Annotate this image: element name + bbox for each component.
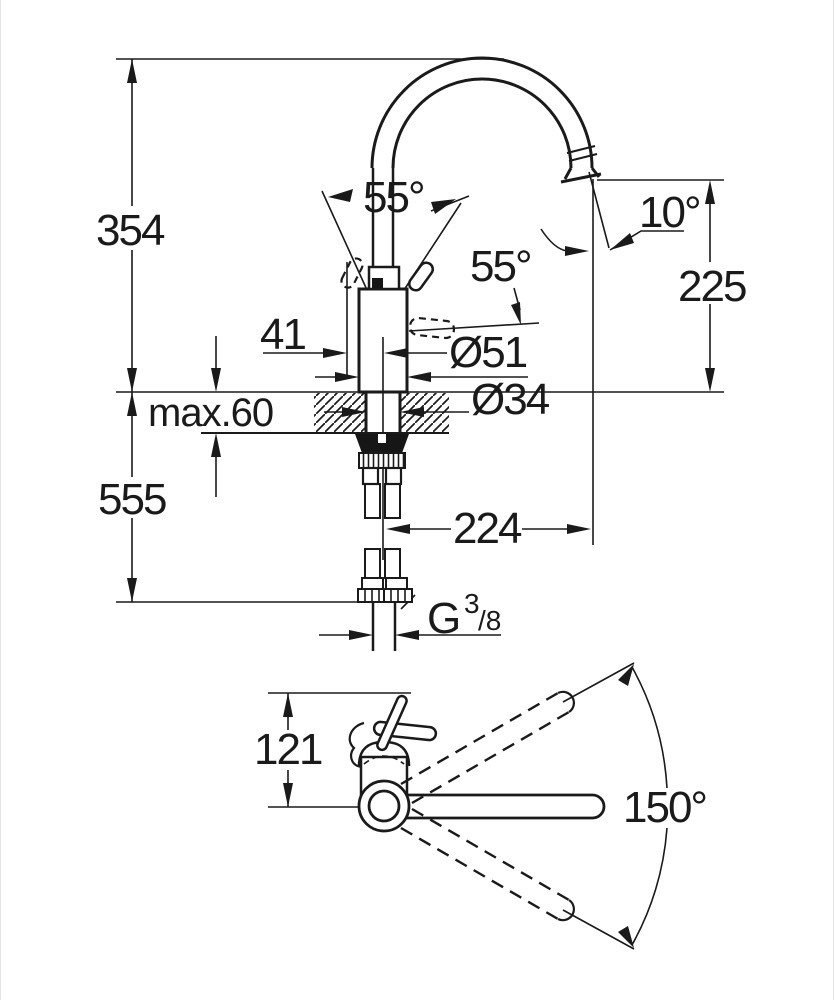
handle-stick	[376, 694, 408, 752]
collar-joint	[372, 278, 383, 288]
hose-upper-right	[384, 483, 401, 519]
spout-arc-outer	[370, 56, 594, 169]
nut-knurling	[360, 454, 404, 467]
dim-121-label: 121	[254, 725, 322, 774]
dim-121: 121	[254, 693, 324, 807]
swivel-arc	[631, 666, 668, 946]
spout-arc-inner	[391, 77, 573, 169]
riser-pipe	[371, 168, 395, 267]
stud-right	[384, 466, 403, 486]
angle-10-line	[588, 171, 610, 249]
mounting-hardware	[355, 434, 413, 651]
pivot-inner	[367, 789, 401, 823]
handle-escutcheon	[348, 721, 367, 768]
dim-34-label: Ø34	[471, 375, 550, 424]
spout-dashed-upper-cap	[557, 690, 575, 713]
hose-lower-left	[364, 548, 381, 579]
lever-dashed-left	[340, 257, 364, 289]
reference-lines	[116, 58, 724, 610]
spout-outlet	[560, 167, 602, 184]
thread-sub-label: /8	[478, 605, 501, 636]
spout-dashed-upper	[400, 691, 570, 805]
side-view: 354 555 max.60	[96, 56, 748, 651]
dim-55-side-label: 55°	[470, 242, 531, 291]
washer-gap	[378, 434, 386, 443]
dim-51-label: Ø51	[449, 328, 527, 377]
hose-cap-left	[361, 577, 384, 590]
dim-224: 224	[386, 504, 591, 553]
dim-555: 555	[98, 392, 168, 602]
dim-max60: max.60	[148, 336, 274, 497]
dim-150-label: 150°	[623, 783, 706, 832]
top-view: 121 150°	[254, 662, 708, 950]
fitting-ribs	[364, 590, 406, 601]
swivel-annotations: 150°	[400, 662, 708, 950]
dim-max60-label: max.60	[148, 391, 273, 435]
spout-dashed-lower-cap	[557, 899, 575, 922]
dome-hidden-edge	[363, 755, 405, 765]
lever-dashed-down	[408, 316, 456, 340]
dim-41-label: 41	[260, 310, 305, 359]
spout-dashed-lower	[400, 807, 570, 921]
lever-solid	[407, 261, 435, 292]
dim-225-label: 225	[678, 262, 746, 311]
aerator-rings	[566, 145, 598, 162]
thread-g-label: G	[427, 594, 461, 643]
hose-cap-right	[385, 577, 408, 590]
dim-diameters: Ø34	[315, 372, 552, 424]
dim-555-label: 555	[98, 475, 166, 524]
dim-g38: G 3 /8	[319, 588, 501, 643]
shank	[364, 392, 402, 433]
hose-upper-left	[364, 483, 381, 519]
dim-224-label: 224	[453, 504, 522, 553]
dim-354: 354	[96, 59, 167, 392]
mounting-washer	[355, 434, 409, 453]
lever-axis-line	[408, 322, 540, 332]
faucet-top-view	[348, 694, 606, 833]
dim-55-top-label: 55°	[363, 173, 424, 222]
dim-10-label: 10°	[639, 188, 700, 237]
dim-354-label: 354	[96, 206, 165, 255]
connection-pipe	[371, 602, 397, 651]
lever-annotations: 55° 55°	[321, 173, 540, 340]
swivel-extension-lines	[562, 662, 635, 950]
thread-sup-label: 3	[464, 588, 480, 619]
dim-41: 41 Ø51	[260, 262, 529, 560]
curved-arrow	[540, 228, 568, 252]
hose-lower-right	[384, 548, 401, 579]
outlet-annotations: 10° 225	[540, 171, 748, 545]
stud-left	[361, 466, 380, 486]
